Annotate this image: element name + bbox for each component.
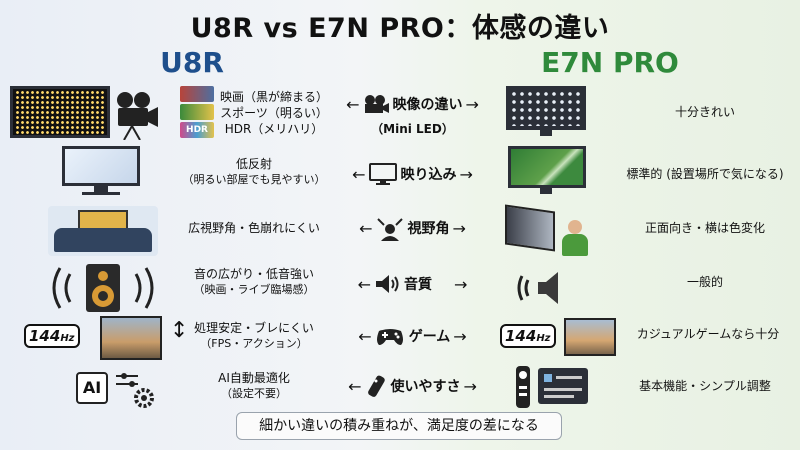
e7n-usability-text: 基本機能・シンプル調整 bbox=[639, 379, 771, 393]
arrow-right-icon: → bbox=[463, 376, 477, 396]
arrow-left-icon: ← bbox=[359, 218, 373, 238]
sports-thumb-icon bbox=[180, 104, 214, 120]
casual-game-scene-icon bbox=[564, 318, 616, 356]
u8r-line: （FPS・アクション） bbox=[200, 337, 308, 350]
family-room-icon bbox=[48, 206, 158, 256]
settings-gears-icon bbox=[116, 373, 154, 408]
u8r-line: 音の広がり・低音強い bbox=[193, 267, 314, 281]
u8r-gaming-text: 処理安定・ブレにくい （FPS・アクション） bbox=[178, 320, 330, 352]
badge-unit: Hz bbox=[60, 333, 75, 344]
arrow-left-icon: ← bbox=[346, 94, 360, 114]
category-gaming: ← ゲーム → bbox=[330, 318, 495, 354]
gamepad-icon bbox=[376, 329, 403, 345]
arrow-right-icon: → bbox=[454, 274, 468, 294]
page-title: U8R vs E7N PRO：体感の違い bbox=[190, 13, 610, 44]
side-viewer-icon bbox=[562, 220, 588, 256]
miniled-dots-icon bbox=[15, 90, 105, 134]
u8r-picture-text: 映画（黒が締まる） スポーツ（明るい） HDR（メリハリ） bbox=[214, 89, 334, 137]
standard-dots-icon bbox=[510, 90, 582, 126]
row-picture: HDR 映画（黒が締まる） スポーツ（明るい） HDR（メリハリ） ← 映像の違… bbox=[0, 86, 800, 142]
menu-screen-icon bbox=[538, 368, 588, 404]
category-label: ゲーム bbox=[408, 329, 451, 345]
refresh-144hz-badge: 144Hz bbox=[500, 324, 556, 348]
e7n-angle-text: 正面向き・横は色変化 bbox=[644, 221, 765, 235]
u8r-line: スポーツ（明るい） bbox=[220, 106, 328, 120]
u8r-line: 低反射 bbox=[235, 157, 272, 171]
u8r-line: 映画（黒が締まる） bbox=[219, 90, 328, 104]
viewer-icon bbox=[376, 218, 403, 241]
e7n-gaming-text: カジュアルゲームなら十分 bbox=[636, 327, 780, 341]
arrow-right-icon: → bbox=[452, 218, 466, 238]
column-head-u8r: U8R bbox=[160, 46, 224, 79]
u8r-angle-text: 広視野角・色崩れにくい bbox=[178, 220, 330, 236]
row-gaming: 144Hz ↕ 処理安定・ブレにくい （FPS・アクション） ← ゲーム → 1… bbox=[0, 314, 800, 370]
tv-stand bbox=[540, 188, 552, 194]
u8r-line: （映画・ライブ臨場感） bbox=[193, 283, 315, 296]
speaker-icon bbox=[376, 275, 399, 293]
ai-chip-icon: AI bbox=[76, 372, 108, 404]
arrow-right-icon: → bbox=[465, 94, 479, 114]
footer-caption: 細かい違いの積み重ねが、満足度の差になる bbox=[236, 412, 562, 440]
remote-icon bbox=[367, 375, 385, 397]
movie-camera-icon bbox=[364, 95, 389, 113]
low-reflection-tv-icon bbox=[62, 146, 140, 186]
up-down-arrow-icon: ↕ bbox=[170, 318, 189, 343]
category-usability: ← 使いやすさ → bbox=[330, 368, 495, 404]
badge-number: 144 bbox=[29, 327, 61, 345]
content-thumbnails: HDR bbox=[180, 86, 214, 140]
u8r-line: AI自動最適化 bbox=[218, 371, 290, 385]
angled-tv-icon bbox=[505, 204, 555, 252]
category-reflection: ← 映り込み → bbox=[330, 156, 495, 192]
tv-icon bbox=[368, 163, 397, 185]
u8r-line: （設定不要） bbox=[221, 387, 287, 400]
tv-stand bbox=[94, 186, 108, 192]
arrow-right-icon: → bbox=[459, 164, 473, 184]
glare-tv-icon bbox=[508, 146, 586, 188]
arrow-left-icon: ← bbox=[352, 164, 366, 184]
category-label: 使いやすさ bbox=[390, 379, 461, 395]
category-label: 音質 bbox=[404, 277, 432, 293]
sofa-people bbox=[54, 228, 152, 252]
e7n-sound-text: 一般的 bbox=[686, 275, 723, 289]
arrow-right-icon: → bbox=[453, 326, 467, 346]
e7n-picture-text: 十分きれい bbox=[674, 105, 735, 119]
tv-remote-icon bbox=[516, 366, 530, 408]
u8r-line: （明るい部屋でも見やすい） bbox=[182, 173, 326, 186]
film-camera-icon bbox=[117, 92, 158, 140]
tv-base bbox=[82, 192, 120, 195]
u8r-reflection-text: 低反射 （明るい部屋でも見やすい） bbox=[178, 156, 330, 188]
row-usability: AI AI自動最適化 （設定不要） ← 使いやすさ → 基本機能・シンプル調整 bbox=[0, 366, 800, 422]
badge-number: 144 bbox=[505, 327, 537, 345]
movie-thumb-icon bbox=[180, 86, 214, 102]
category-sound: ← 音質 → bbox=[330, 266, 495, 302]
u8r-sound-text: 音の広がり・低音強い （映画・ライブ臨場感） bbox=[178, 266, 330, 298]
loud-speaker-icon bbox=[52, 264, 154, 312]
category-sublabel: （Mini LED） bbox=[371, 122, 454, 136]
category-label: 視野角 bbox=[407, 221, 450, 237]
hdr-thumb-icon: HDR bbox=[180, 122, 214, 138]
game-scene-icon bbox=[100, 316, 162, 360]
category-label: 映り込み bbox=[400, 167, 457, 183]
badge-unit: Hz bbox=[536, 333, 551, 344]
arrow-left-icon: ← bbox=[358, 326, 372, 346]
u8r-line: HDR（メリハリ） bbox=[224, 122, 324, 136]
category-picture: ← 映像の違い → bbox=[330, 86, 495, 122]
u8r-usability-text: AI自動最適化 （設定不要） bbox=[178, 370, 330, 402]
refresh-144hz-badge: 144Hz bbox=[24, 324, 80, 348]
category-label: 映像の違い bbox=[392, 97, 463, 113]
column-head-e7n: E7N PRO bbox=[541, 46, 679, 79]
arrow-left-icon: ← bbox=[357, 274, 371, 294]
tv-stand bbox=[540, 130, 552, 136]
u8r-line: 広視野角・色崩れにくい bbox=[188, 221, 320, 235]
arrow-left-icon: ← bbox=[348, 376, 362, 396]
row-reflection: 低反射 （明るい部屋でも見やすい） ← 映り込み → 標準的 (設置場所で気にな… bbox=[0, 146, 800, 202]
e7n-reflection-text: 標準的 (設置場所で気になる) bbox=[626, 167, 784, 181]
category-viewing-angle: ← 視野角 → bbox=[330, 210, 495, 246]
row-viewing-angle: 広視野角・色崩れにくい ← 視野角 → 正面向き・横は色変化 bbox=[0, 204, 800, 260]
u8r-line: 処理安定・ブレにくい bbox=[194, 321, 314, 335]
row-sound: 音の広がり・低音強い （映画・ライブ臨場感） ← 音質 → 一般的 bbox=[0, 260, 800, 316]
basic-speaker-icon bbox=[517, 272, 558, 304]
